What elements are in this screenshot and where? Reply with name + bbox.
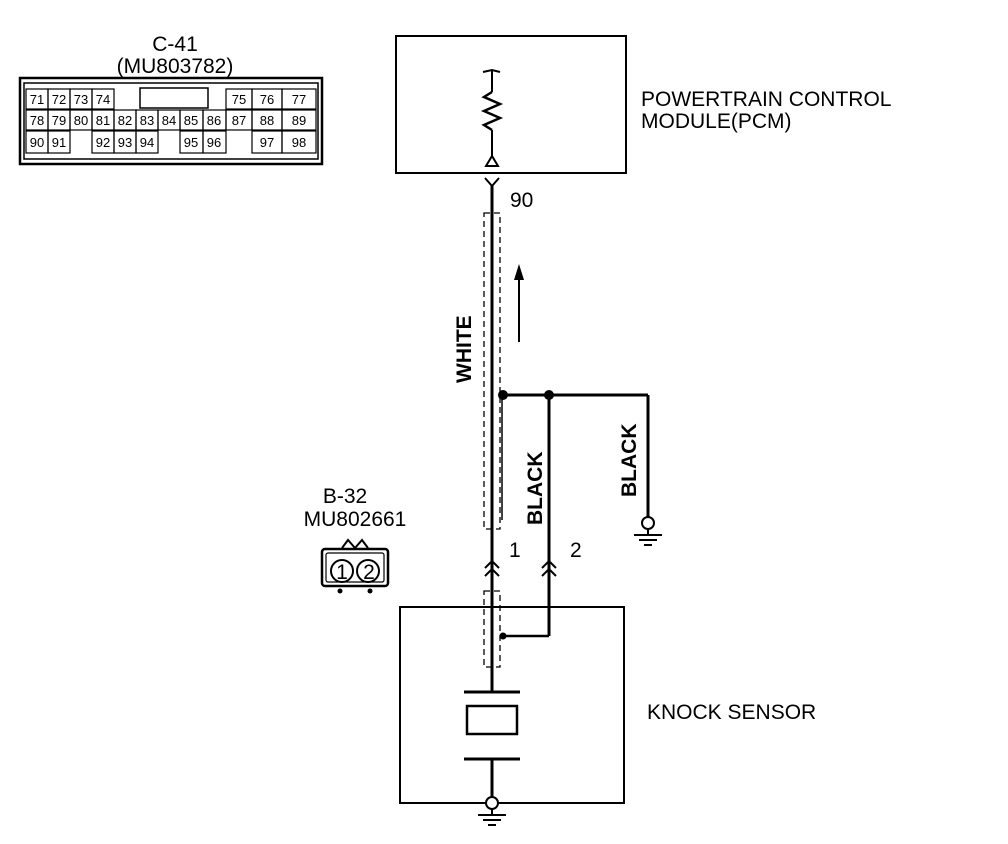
shield-dashed-outline bbox=[483, 590, 501, 668]
c41-lock-notch bbox=[139, 87, 209, 109]
c41-pin: 83 bbox=[140, 113, 154, 128]
c41-row-3: 90 91 92 93 94 95 96 97 98 bbox=[25, 130, 317, 154]
connector-c41: C-41 (MU803782) 71 72 73 74 75 76 77 bbox=[18, 33, 324, 166]
c41-pin: 87 bbox=[232, 113, 246, 128]
c41-inner-frame bbox=[23, 82, 319, 160]
b32-pin-cavity bbox=[356, 559, 380, 583]
b32-pin-label: 2 bbox=[363, 561, 375, 584]
wire-color-label-black-left: BLACK bbox=[524, 452, 547, 526]
ground-icon bbox=[634, 516, 662, 546]
b32-pin-cavity bbox=[330, 559, 354, 583]
c41-pin: 94 bbox=[140, 135, 154, 150]
wire-color-label-white: WHITE bbox=[453, 315, 476, 383]
c41-pin: 91 bbox=[52, 135, 66, 150]
b32-part-number: MU802661 bbox=[304, 508, 407, 531]
arrow-head-icon bbox=[514, 264, 524, 280]
c41-pin: 71 bbox=[30, 92, 44, 107]
c41-pin: 96 bbox=[207, 135, 221, 150]
splice-dot bbox=[499, 632, 507, 640]
knock-sensor-label: KNOCK SENSOR bbox=[647, 701, 816, 724]
pcm-box bbox=[395, 35, 627, 174]
connector-b32: B-32 MU802661 1 2 bbox=[304, 485, 407, 594]
b32-housing bbox=[320, 547, 390, 588]
shield-dashed-outline bbox=[483, 212, 501, 530]
resistor-icon bbox=[480, 68, 504, 167]
c41-outer-frame bbox=[18, 76, 324, 166]
c41-title: C-41 bbox=[152, 33, 198, 56]
c41-pin: 88 bbox=[260, 113, 274, 128]
splice-dot bbox=[498, 390, 508, 400]
b32-foot bbox=[337, 588, 343, 594]
c41-pin: 79 bbox=[52, 113, 66, 128]
c41-pin: 76 bbox=[260, 92, 274, 107]
c41-pin: 74 bbox=[96, 92, 110, 107]
signal-wire-white: WHITE bbox=[453, 186, 524, 692]
b32-pin-label: 1 bbox=[336, 561, 348, 584]
c41-pin: 72 bbox=[52, 92, 66, 107]
c41-pin: 73 bbox=[74, 92, 88, 107]
pcm-label-line1: POWERTRAIN CONTROL bbox=[641, 88, 891, 111]
ground-icon bbox=[478, 796, 506, 826]
pcm-label-line2: MODULE(PCM) bbox=[641, 110, 792, 133]
c41-pin: 84 bbox=[162, 113, 176, 128]
b32-lock-tab-icon bbox=[341, 538, 369, 550]
b32-foot bbox=[367, 588, 373, 594]
c41-part-number: (MU803782) bbox=[117, 55, 234, 78]
c41-row-1: 71 72 73 74 75 76 77 bbox=[25, 88, 317, 110]
c41-pin: 77 bbox=[292, 92, 306, 107]
b32-terminal-pin-1: 1 bbox=[484, 539, 521, 577]
shield-wires-black: BLACK BLACK bbox=[498, 390, 662, 636]
pcm-terminal-icon bbox=[484, 177, 500, 188]
pcm-pin-number: 90 bbox=[510, 189, 533, 212]
c41-pin: 80 bbox=[74, 113, 88, 128]
b32-housing-inner bbox=[325, 552, 385, 583]
wire-pin-label-1: 1 bbox=[509, 539, 521, 562]
wire-pin-label-2: 2 bbox=[570, 539, 582, 562]
c41-pin: 95 bbox=[184, 135, 198, 150]
c41-pin: 86 bbox=[207, 113, 221, 128]
c41-pin: 97 bbox=[260, 135, 274, 150]
c41-pin: 85 bbox=[184, 113, 198, 128]
c41-row-2: 78 79 80 81 82 83 84 85 86 87 88 89 bbox=[25, 109, 317, 131]
c41-pin: 81 bbox=[96, 113, 110, 128]
b32-title: B-32 bbox=[323, 485, 367, 508]
c41-pin: 90 bbox=[30, 135, 44, 150]
knock-sensor-box bbox=[399, 606, 625, 804]
piezo-element-icon bbox=[464, 690, 520, 797]
c41-pin: 98 bbox=[292, 135, 306, 150]
c41-pin: 92 bbox=[96, 135, 110, 150]
c41-pin: 75 bbox=[232, 92, 246, 107]
c41-pin: 78 bbox=[30, 113, 44, 128]
wire-color-label-black-right: BLACK bbox=[618, 424, 641, 498]
c41-pin: 93 bbox=[118, 135, 132, 150]
pcm-module: POWERTRAIN CONTROL MODULE(PCM) 90 bbox=[395, 35, 891, 212]
c41-pin: 89 bbox=[292, 113, 306, 128]
b32-terminal-pin-2: 2 bbox=[541, 539, 582, 577]
c41-pin: 82 bbox=[118, 113, 132, 128]
knock-sensor: KNOCK SENSOR bbox=[399, 590, 816, 826]
